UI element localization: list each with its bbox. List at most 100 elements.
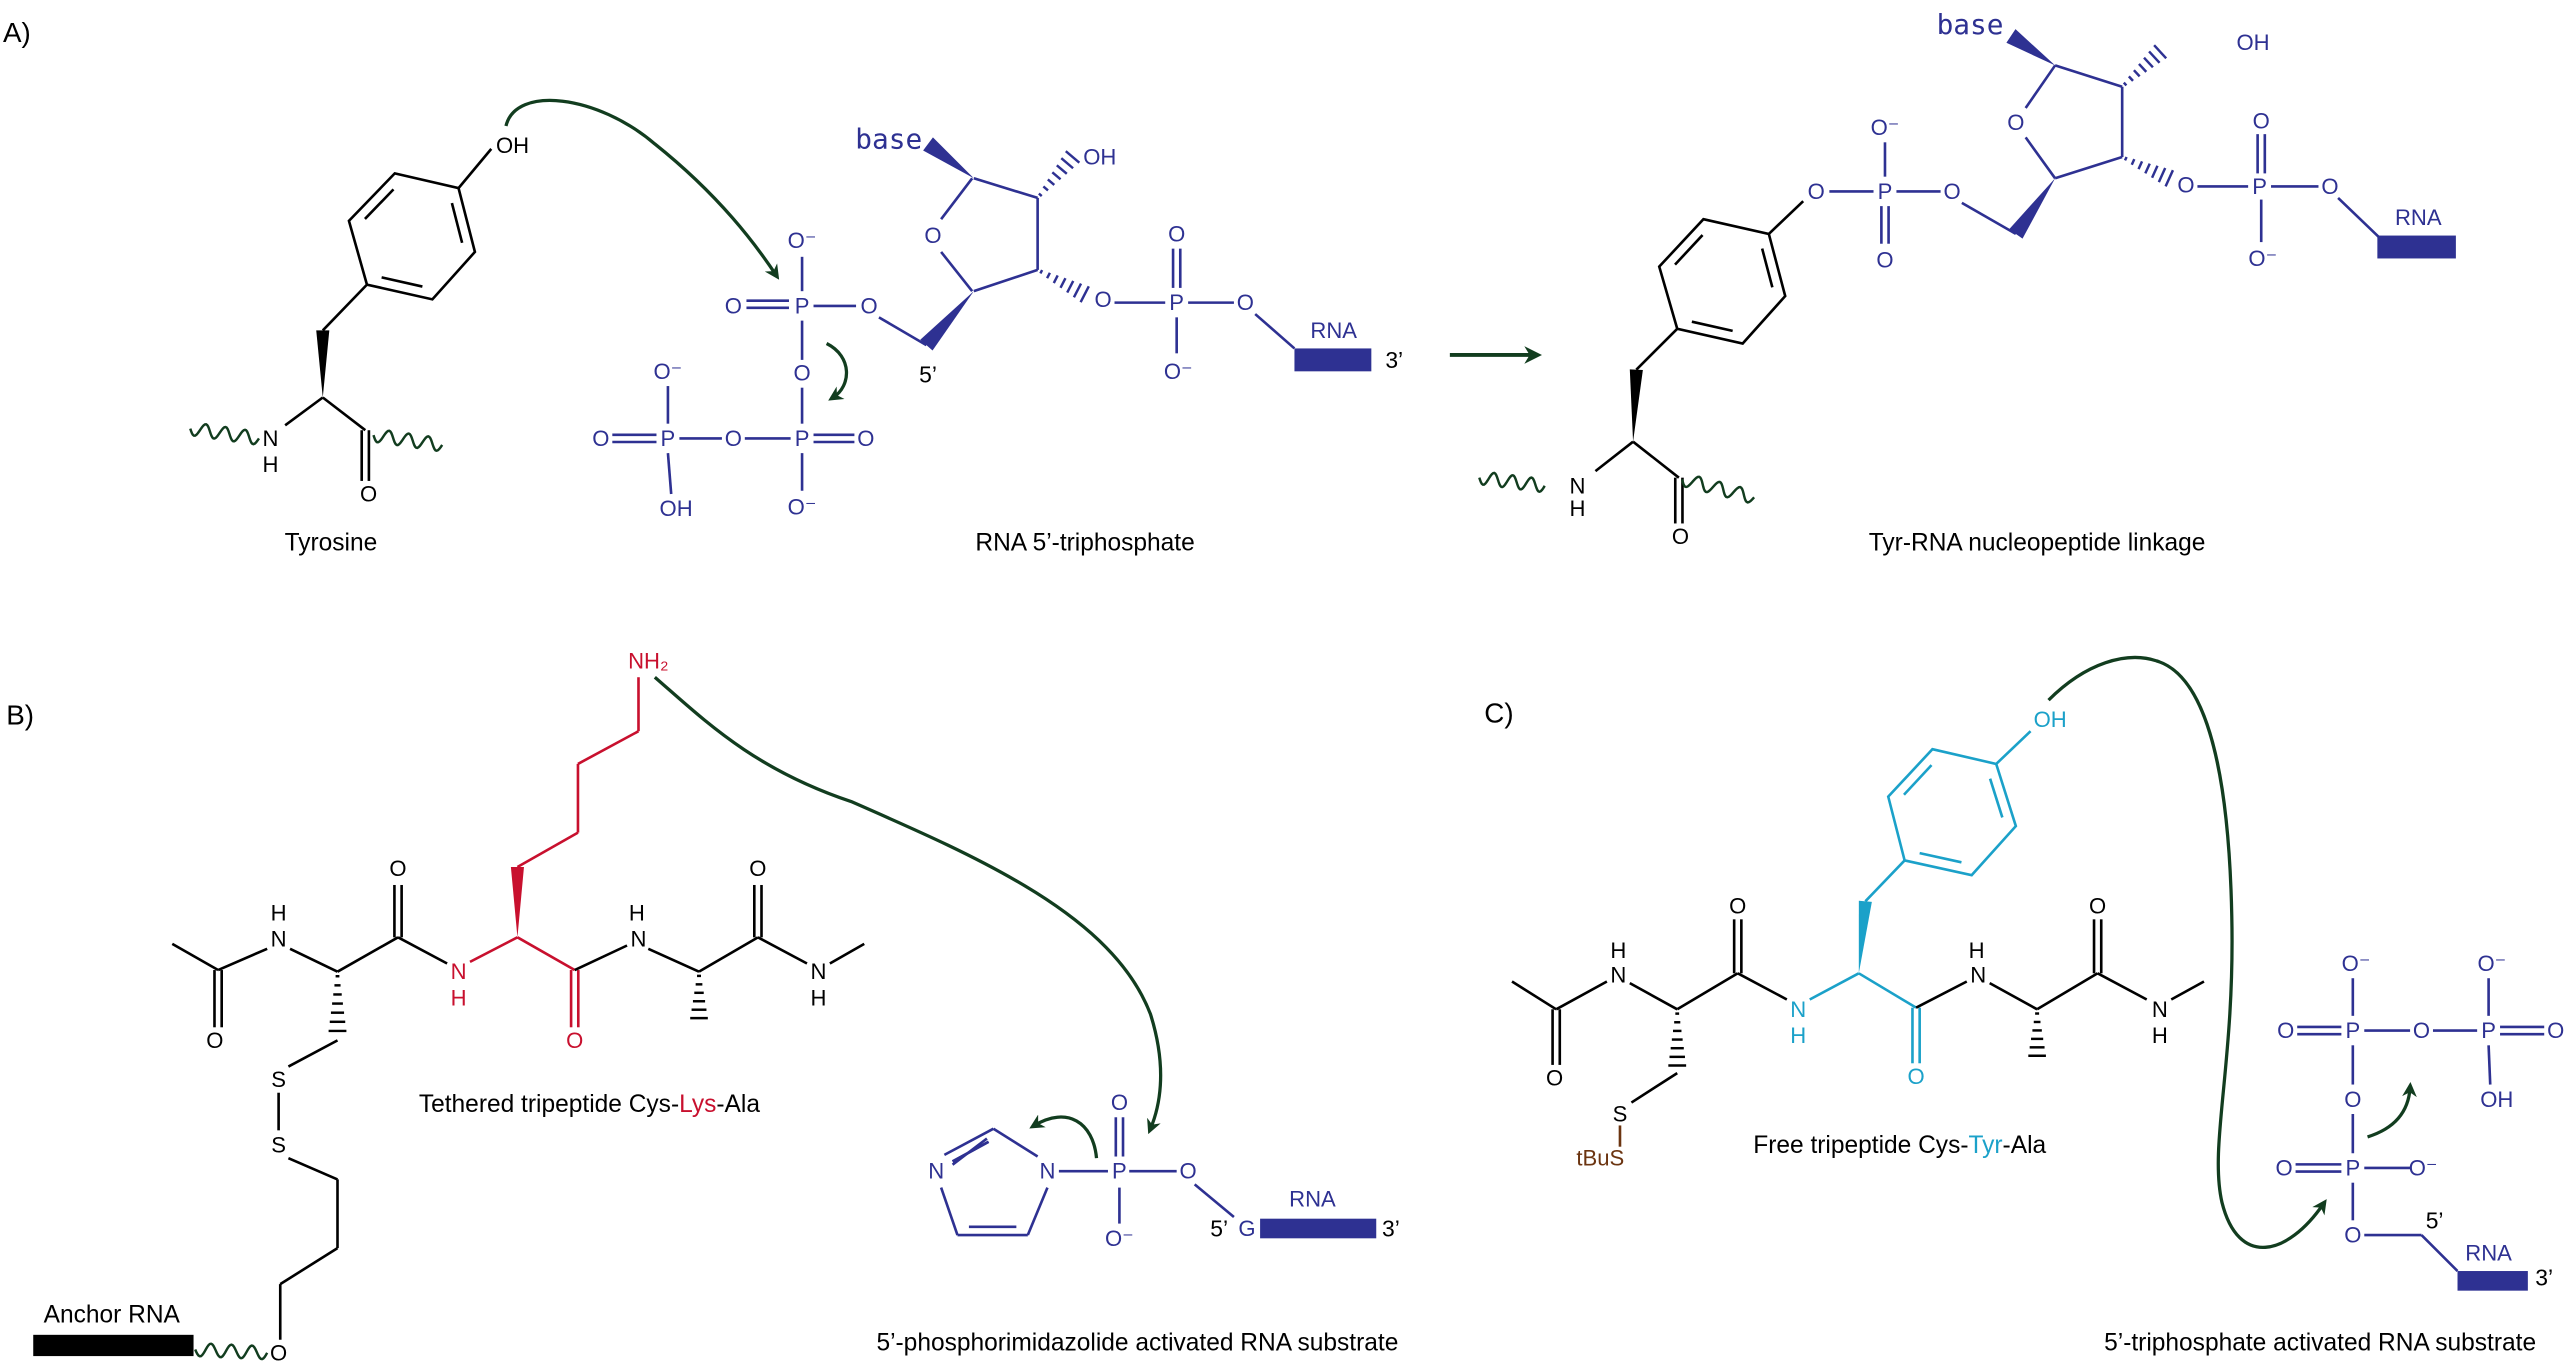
atom-label: O [2277, 1018, 2294, 1043]
caption-tethered-tripeptide: Tethered tripeptide Cys-Lys-Ala [419, 1091, 760, 1118]
bond [1809, 972, 1860, 1001]
ring-double-bond [363, 188, 395, 220]
bond [574, 944, 628, 972]
ring-double-bond [1760, 248, 1774, 288]
atom-label: tBuS [1576, 1146, 1624, 1171]
atom-label: N [262, 426, 278, 451]
atom-label: 5’ [1210, 1215, 1228, 1241]
panel-label: C) [1484, 698, 1513, 729]
bond [2097, 972, 2148, 1001]
bond [1961, 201, 2017, 236]
atom-label: 5’ [2426, 1207, 2444, 1233]
atom-label: H [451, 985, 467, 1010]
double-bond [813, 433, 855, 444]
hashed-bond [2122, 44, 2168, 87]
bond [1632, 440, 1680, 479]
bond [287, 1039, 339, 1068]
atom-label: O⁻ [2342, 951, 2371, 976]
double-bond [213, 970, 223, 1028]
atom-label: O [1094, 287, 1111, 312]
wavy-bond [1680, 475, 1756, 504]
bond [1915, 980, 1968, 1009]
atom-label: O⁻ [788, 228, 817, 253]
atom-label: N [631, 926, 647, 951]
bond [279, 1247, 339, 1286]
atom-label: RNA [1310, 318, 1357, 343]
caption-part: Free tripeptide Cys- [1753, 1132, 1968, 1159]
rna-strand-block [1294, 348, 1372, 372]
bond [878, 316, 928, 347]
nucleophilic-attack-arrow [2047, 655, 2327, 1249]
caption-part: Tyr [1969, 1132, 2003, 1159]
bond [940, 251, 974, 292]
bond [698, 936, 759, 973]
atom-label: O [2007, 110, 2024, 135]
atom-label: O [1111, 1090, 1128, 1115]
atom-label: S [271, 1067, 286, 1092]
bond [1193, 1183, 1235, 1219]
atom-label: O⁻ [1105, 1226, 1134, 1251]
aromatic-ring [1657, 217, 1787, 345]
atom-label: O [1672, 524, 1689, 549]
caption-part: Tethered tripeptide Cys- [419, 1091, 679, 1118]
hashed-bond [690, 974, 708, 1020]
atom-label: N [451, 959, 467, 984]
nucleophilic-attack-arrow [504, 98, 780, 280]
caption-tyrosine: Tyrosine [285, 530, 378, 557]
atom-label: 3’ [1382, 1215, 1400, 1241]
atom-label: O [2547, 1018, 2564, 1043]
double-bond [2295, 1163, 2342, 1173]
atom-label: O [1808, 179, 1825, 204]
caption-triphosphate-substrate: 5’-triphosphate activated RNA substrate [2104, 1330, 2536, 1357]
rna-strand-block [1260, 1218, 1377, 1239]
hashed-bond [1039, 269, 1090, 303]
caption-imidazolide-substrate: 5’-phosphorimidazolide activated RNA sub… [876, 1330, 1398, 1357]
double-bond [569, 970, 580, 1028]
panel-label: A) [3, 17, 31, 48]
hashed-bond [1668, 1012, 1687, 1067]
atom-label: O [1876, 248, 1893, 273]
atom-label: O [2321, 174, 2338, 199]
bond [2024, 136, 2057, 180]
bond [321, 396, 367, 432]
rna-strand-block [2377, 235, 2456, 259]
atom-label: O [1907, 1064, 1924, 1089]
double-bond [1551, 1009, 1562, 1065]
wedge-bond [2009, 178, 2056, 239]
bond [939, 1187, 959, 1236]
leaving-group-arrow [1029, 1114, 1099, 1159]
anchor-rna-label: Anchor RNA [44, 1302, 181, 1329]
bond [516, 831, 579, 869]
wedge-bond [1858, 900, 1872, 974]
ring-double-bond [1903, 764, 1933, 796]
bond [2487, 1045, 2492, 1085]
double-bond [1732, 919, 1743, 974]
nucleophilic-attack-arrow [653, 675, 1163, 1135]
hashed-bond [2123, 156, 2175, 187]
bond [647, 947, 700, 973]
bond [1629, 981, 1678, 1011]
atom-label: O [924, 223, 941, 248]
atom-label: H [1610, 938, 1626, 963]
atom-label: S [271, 1133, 286, 1158]
atom-label: P [2252, 174, 2267, 199]
atom-label: H [1969, 938, 1985, 963]
atom-label: O [1180, 1159, 1197, 1184]
atom-label: N [1039, 1159, 1055, 1184]
atom-label: O⁻ [2477, 951, 2506, 976]
atom-label: O [360, 482, 377, 507]
wedge-bond [923, 137, 974, 179]
bond [973, 177, 1039, 200]
caption-part: -Ala [2003, 1132, 2047, 1159]
atom-label: H [271, 900, 287, 925]
bond [397, 936, 448, 965]
ring-double-bond [1988, 778, 2004, 818]
bond [1511, 980, 1557, 1011]
wedge-bond [920, 291, 974, 351]
base-label: base [1937, 8, 2004, 41]
bond [457, 148, 493, 189]
hashed-bond [328, 975, 347, 1033]
atom-label: O [1943, 179, 1960, 204]
atom-label: RNA [1289, 1187, 1336, 1212]
